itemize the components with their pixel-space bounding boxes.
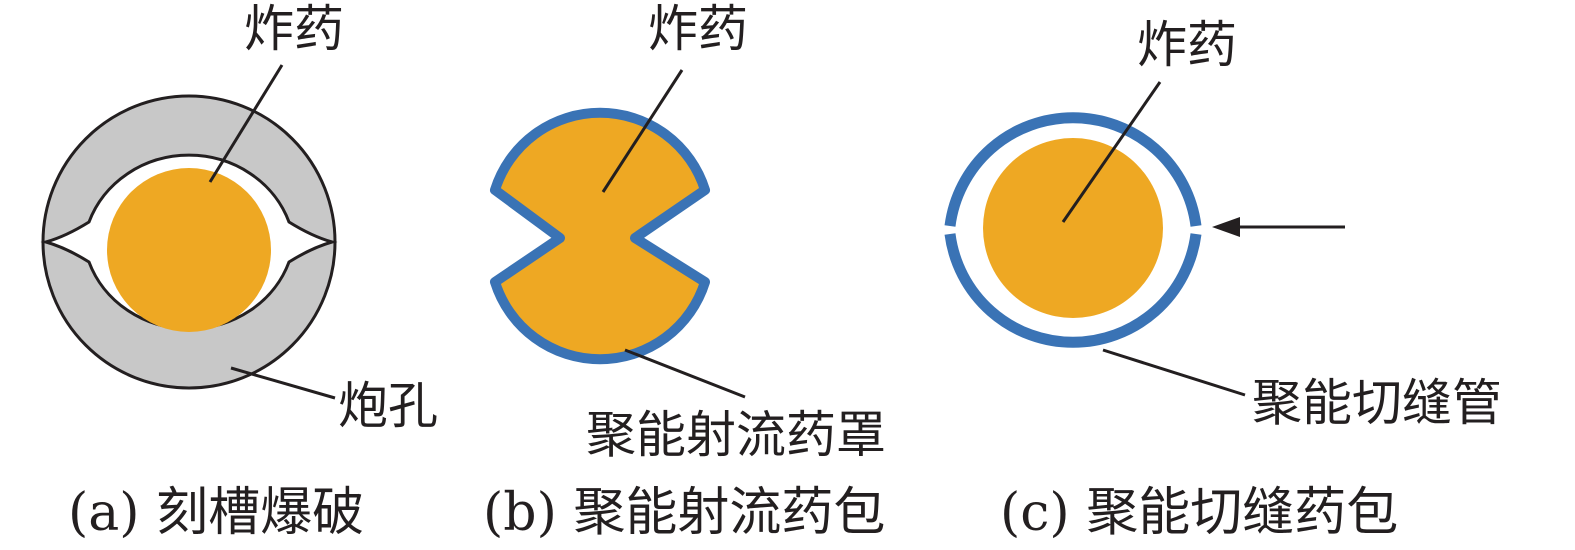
explosive-charge xyxy=(983,138,1163,318)
label-explosive-b: 炸药 xyxy=(648,0,748,58)
slit-arrow-head xyxy=(1212,217,1240,237)
label-liner-b: 聚能射流药罩 xyxy=(586,406,886,464)
label-explosive-c: 炸药 xyxy=(1137,16,1237,74)
label-tube-c: 聚能切缝管 xyxy=(1252,374,1502,432)
leader-liner-b xyxy=(624,348,746,399)
explosive-charge xyxy=(107,168,271,332)
leader-explosive-a xyxy=(208,64,284,183)
caption-c: (c) 聚能切缝药包 xyxy=(1000,483,1398,543)
label-borehole-a: 炮孔 xyxy=(338,377,438,435)
caption-b: (b) 聚能射流药包 xyxy=(483,483,885,543)
jet-charge-with-liner xyxy=(490,107,710,365)
panel-c: 炸药 聚能切缝管 (c) 聚能切缝药包 xyxy=(944,16,1502,543)
slit-tube-upper xyxy=(944,112,1202,227)
leader-explosive-b xyxy=(601,69,684,193)
label-explosive-a: 炸药 xyxy=(244,0,344,58)
leader-borehole-a xyxy=(230,366,336,400)
leader-explosive-c xyxy=(1061,81,1162,223)
panel-a: 炸药 炮孔 (a) 刻槽爆破 xyxy=(40,0,438,543)
slit-tube-lower xyxy=(944,233,1202,348)
caption-a: (a) 刻槽爆破 xyxy=(68,483,364,543)
leader-tube-c xyxy=(1102,348,1246,397)
panel-b: 炸药 聚能射流药罩 (b) 聚能射流药包 xyxy=(483,0,886,543)
